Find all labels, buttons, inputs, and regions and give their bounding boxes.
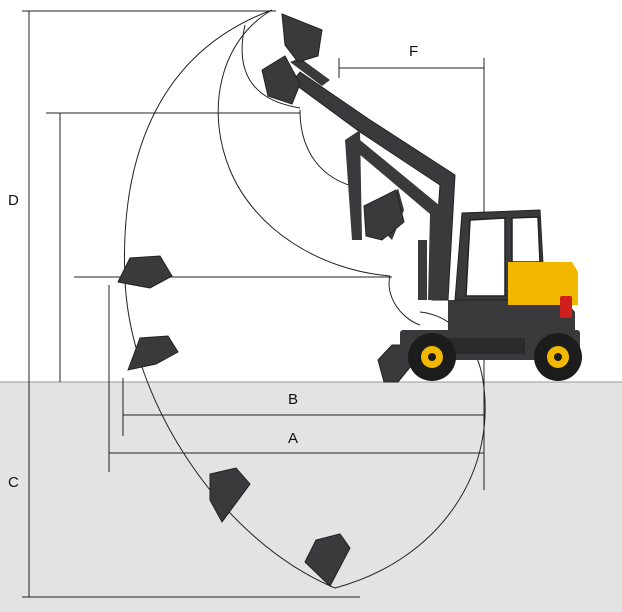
front-wheel xyxy=(408,333,456,381)
bucket-icon xyxy=(363,189,405,241)
tail-light xyxy=(560,296,572,318)
dimension-label-a: A xyxy=(288,430,298,447)
reach-envelope xyxy=(124,9,486,589)
dimension-label-b: B xyxy=(288,391,298,408)
bucket-icon xyxy=(304,533,351,587)
bucket-icon xyxy=(281,13,323,63)
dimension-label-c: C xyxy=(8,474,19,491)
engine-cover xyxy=(508,262,578,305)
bucket-icon xyxy=(117,255,173,289)
bucket-positions xyxy=(117,13,405,587)
dimension-label-d: D xyxy=(8,192,19,209)
dimension-label-f: F xyxy=(409,43,418,60)
ground-area xyxy=(0,382,622,612)
bucket-icon xyxy=(127,335,179,371)
bucket-icon xyxy=(261,55,301,105)
wheeled-excavator-icon xyxy=(290,58,582,383)
bucket-icon xyxy=(209,467,251,523)
rear-wheel xyxy=(534,333,582,381)
